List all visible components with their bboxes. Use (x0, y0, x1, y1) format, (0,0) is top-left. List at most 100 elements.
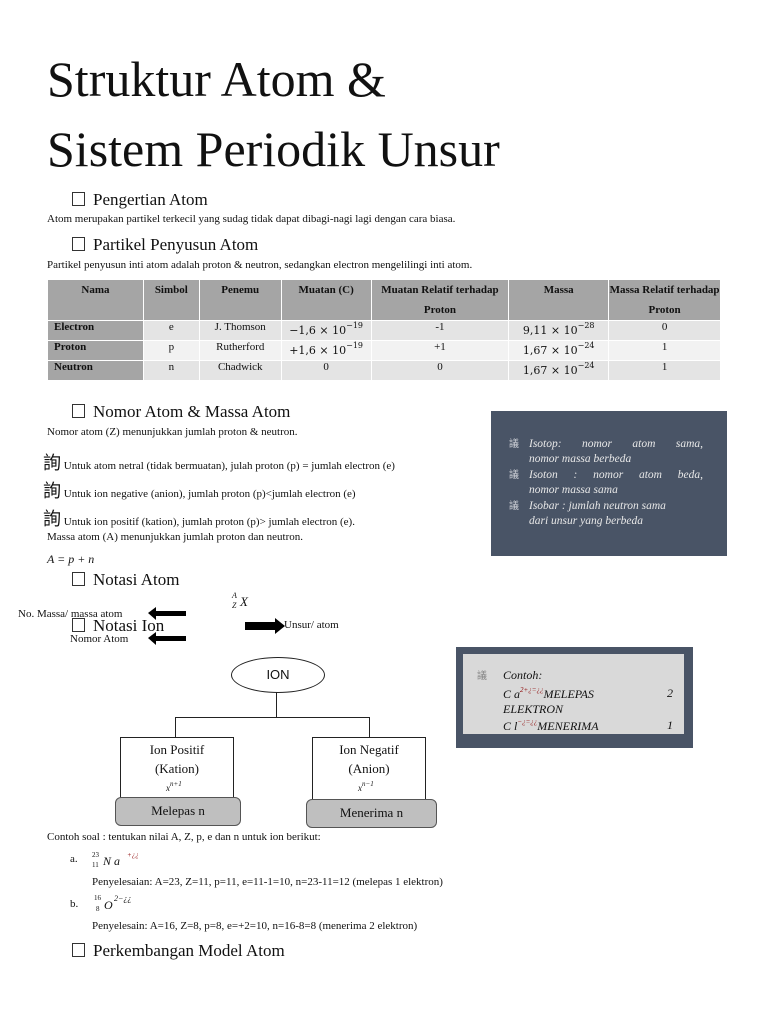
muatan-exponent: −19 (346, 321, 364, 330)
connector-line (175, 717, 370, 718)
table-row: Electron e J. Thomson −1,6 × 10−19 -1 9,… (47, 320, 721, 341)
contoh-symbol: C l (503, 719, 518, 733)
heading-nomor-text: Nomor Atom & Massa Atom (93, 402, 291, 421)
info-line: dari unsur yang berbeda (529, 515, 644, 527)
bullet-icon: 詢 (43, 453, 61, 473)
connector-line (369, 717, 370, 737)
checkbox-icon (72, 237, 85, 251)
info-line: Isotop: nomor atom sama, (529, 438, 703, 450)
table-cell-simbol: e (142, 320, 200, 341)
soal-answer: Penyelesaian: A=23, Z=11, p=11, e=11-1=1… (92, 876, 443, 888)
formula-massa: A = p + n (47, 552, 95, 566)
ion-negatif-title: Ion Negatif (339, 742, 399, 757)
table-cell-massa-relatif: 0 (608, 320, 721, 341)
heading-pengertian-text: Pengertian Atom (93, 190, 208, 209)
heading-pengertian: Pengertian Atom (72, 190, 208, 210)
label-unsur-atom: Unsur/ atom (284, 619, 339, 631)
contoh-exponent: −¿=¿¿ (517, 718, 538, 726)
table-cell-muatan: 0 (280, 360, 372, 381)
bullet-icon: 議 (509, 470, 519, 481)
table-cell-simbol: n (142, 360, 200, 381)
table-cell-relatif: 0 (370, 360, 510, 381)
formula-x: x (358, 783, 362, 793)
soal-intro: Contoh soal : tentukan nilai A, Z, p, e … (47, 831, 321, 843)
ion-negatif-subtitle: (Anion) (348, 761, 390, 776)
massa-exponent: −24 (577, 341, 595, 350)
bullet-text: Untuk ion positif (kation), jumlah proto… (63, 516, 355, 528)
bullet-item: 詢 Untuk ion negative (anion), jumlah pro… (43, 477, 356, 503)
info-line: nomor massa sama (529, 484, 618, 496)
checkbox-icon (72, 943, 85, 957)
contoh-label: Contoh: (503, 668, 543, 682)
formula-x: x (166, 783, 170, 793)
table-cell-massa: 1,67 × 10−24 (508, 360, 610, 381)
massa-value: 1,67 × 10 (522, 364, 578, 377)
muatan-value: −1,6 × 10 (289, 324, 347, 337)
table-cell-nama: Neutron (47, 360, 144, 381)
contoh-number: 2 (667, 686, 673, 700)
atom-notation: A Z X (232, 592, 248, 610)
table-cell-massa: 9,11 × 10−28 (508, 320, 610, 341)
table-cell-relatif: -1 (370, 320, 510, 341)
table-cell-penemu: Rutherford (198, 340, 282, 361)
table-cell-nama: Proton (47, 340, 144, 361)
info-line: Isoton : nomor atom beda, (529, 469, 703, 481)
table-cell-nama: Electron (47, 320, 144, 341)
info-item: 議 Isotop: nomor atom sama, nomor massa b… (509, 437, 703, 467)
formula-atomic-number: 11 (92, 861, 99, 869)
label-nomor-atom: Nomor Atom (70, 633, 129, 645)
contoh-exponent: 2+¿=¿¿ (520, 686, 544, 694)
contoh-text: MENERIMA (537, 719, 599, 733)
massa-text: Massa atom (A) menunjukkan jumlah proton… (47, 531, 304, 543)
heading-notasi-ion-text: Notasi Ion (93, 616, 165, 635)
notation-symbol: X (240, 594, 248, 609)
contoh-line: ELEKTRON (503, 702, 564, 716)
formula-mass-number: 23 (92, 851, 99, 859)
table-cell-penemu: Chadwick (198, 360, 282, 381)
formula-exponent: n+1 (170, 780, 182, 788)
bullet-item: 詢 Untuk atom netral (tidak bermuatan), j… (43, 449, 395, 475)
nomor-text: Nomor atom (Z) menunjukkan jumlah proton… (47, 426, 298, 438)
muatan-exponent: −19 (346, 341, 364, 350)
ion-positif-subtitle: (Kation) (154, 761, 200, 776)
table-cell-massa-relatif: 1 (608, 360, 721, 381)
soal-answer: Penyelesain: A=16, Z=8, p=8, e=+2=10, n=… (92, 920, 418, 932)
ion-root-node: ION (231, 657, 325, 693)
bullet-icon: 議 (509, 501, 519, 512)
table-cell-relatif: +1 (370, 340, 510, 361)
massa-value: 9,11 × 10 (522, 324, 578, 337)
table-header-row: Nama Simbol Penemu Muatan (C) Muatan Rel… (47, 279, 721, 321)
formula-symbol: O (104, 898, 113, 912)
table-cell-muatan: −1,6 × 10−19 (280, 320, 372, 341)
checkbox-icon (72, 404, 85, 418)
heading-perkembangan: Perkembangan Model Atom (72, 941, 285, 961)
table-header-cell: Nama (47, 279, 144, 321)
formula-charge: 2−¿¿ (114, 894, 132, 903)
info-line: nomor massa berbeda (529, 453, 632, 465)
contoh-text: MELEPAS (543, 687, 594, 701)
heading-notasi-atom: Notasi Atom (72, 570, 179, 590)
ion-positif-title: Ion Positif (149, 742, 205, 757)
page-title-line1: Struktur Atom & (47, 51, 386, 107)
table-cell-penemu: J. Thomson (198, 320, 282, 341)
heading-notasi-atom-text: Notasi Atom (93, 570, 180, 589)
heading-perkembangan-text: Perkembangan Model Atom (93, 941, 285, 960)
table-row: Proton p Rutherford +1,6 × 10−19 +1 1,67… (47, 340, 721, 361)
soal-marker: a. (70, 853, 78, 865)
contoh-line: C a2+¿=¿¿MELEPAS 2 (503, 686, 673, 702)
table-cell-massa: 1,67 × 10−24 (508, 340, 610, 361)
notation-number: Z (232, 601, 237, 610)
checkbox-icon (72, 618, 85, 632)
formula-mass-number: 16 (94, 894, 101, 902)
massa-exponent: −24 (577, 361, 595, 370)
heading-partikel: Partikel Penyusun Atom (72, 235, 258, 255)
table-cell-massa-relatif: 1 (608, 340, 721, 361)
contoh-symbol: C a (503, 687, 521, 701)
bullet-item: 詢 Untuk ion positif (kation), jumlah pro… (43, 505, 355, 531)
table-header-cell: Muatan (C) (280, 279, 372, 321)
ion-negatif-node: Ion Negatif (Anion) xn−1 (312, 737, 426, 801)
page-title-line2: Sistem Periodik Unsur (47, 121, 500, 177)
